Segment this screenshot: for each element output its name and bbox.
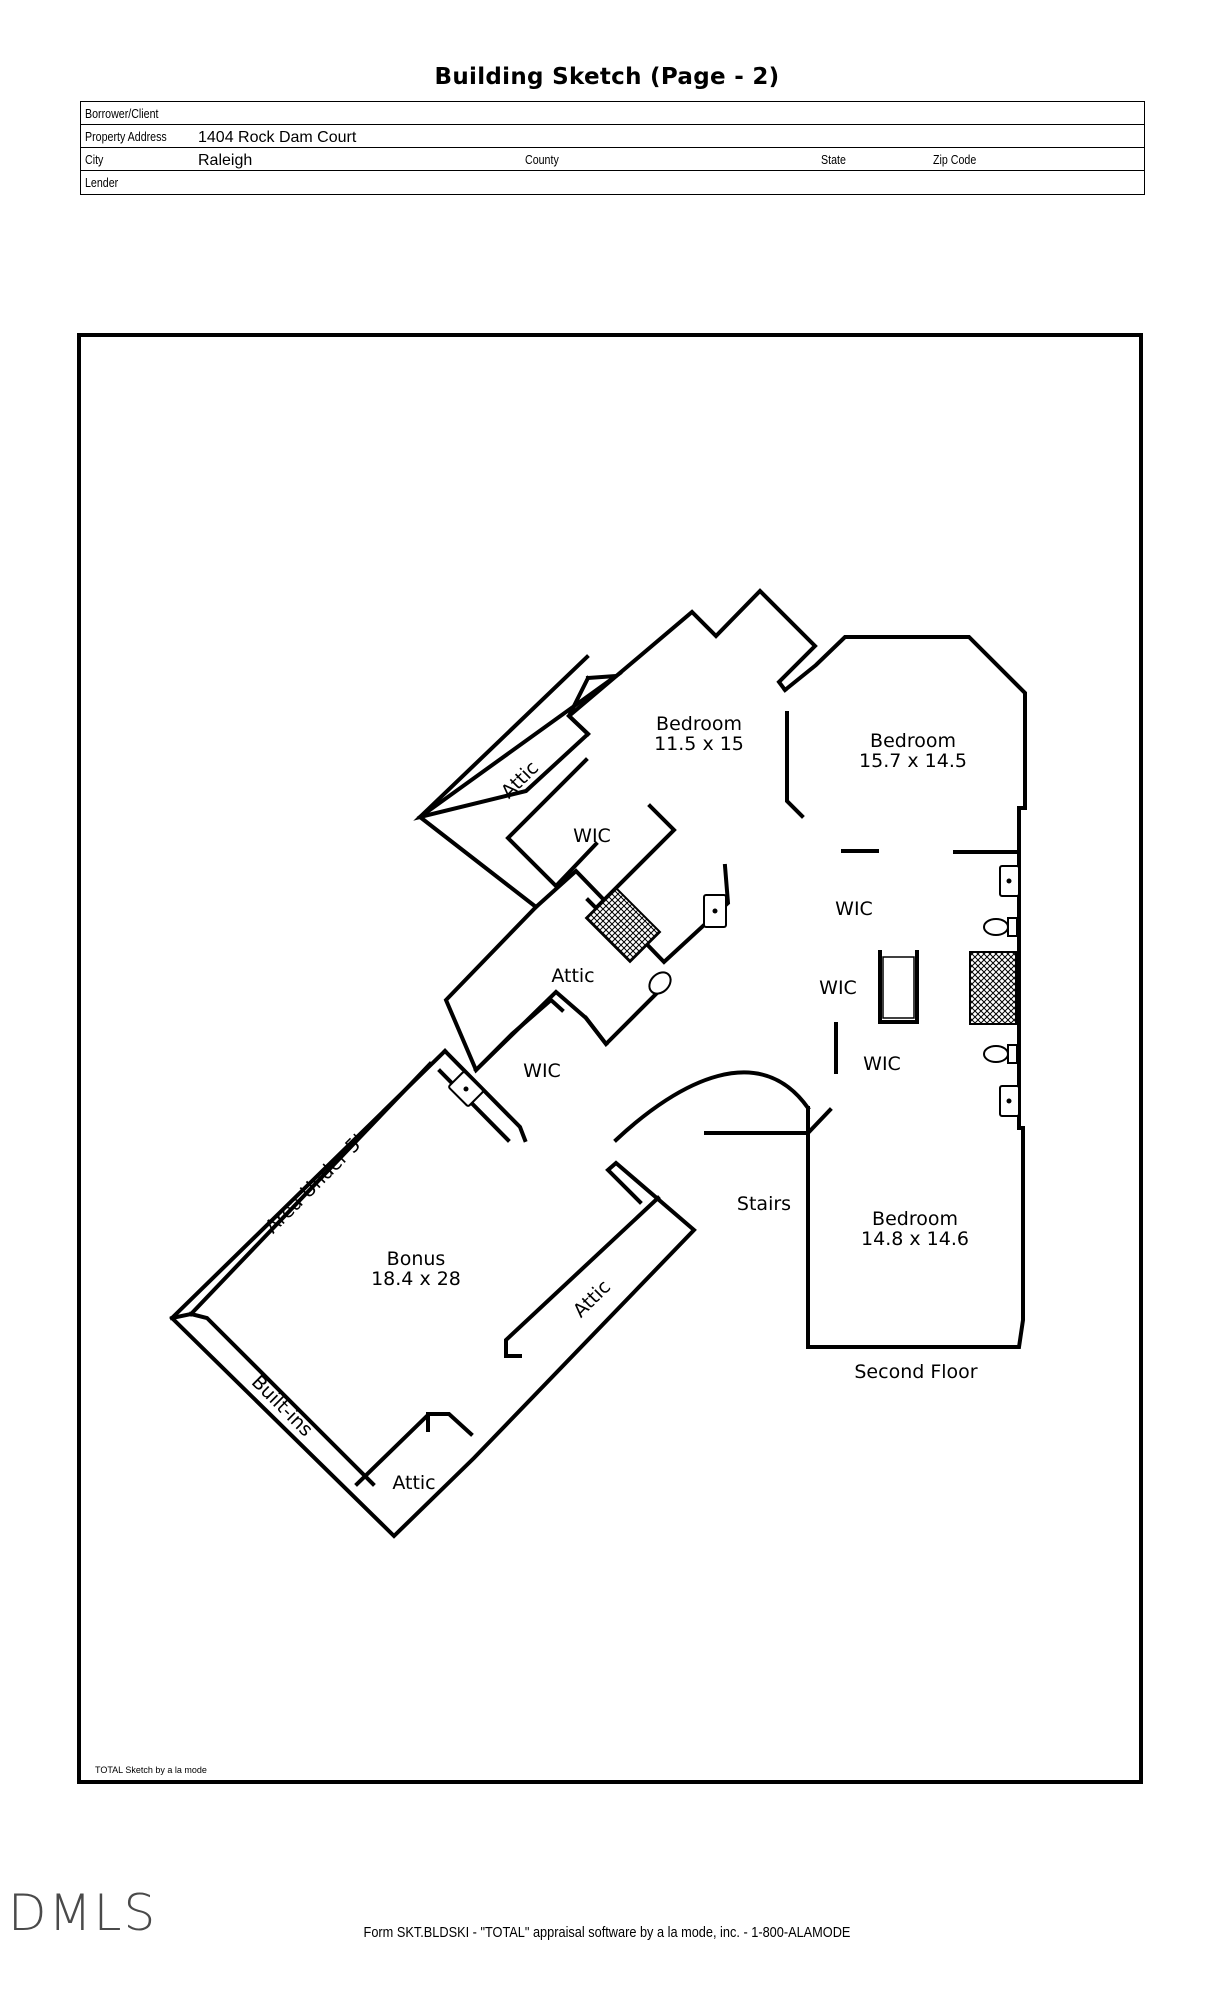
attic-bottom-label: Attic [392, 1472, 435, 1494]
bathtub [882, 956, 915, 1019]
sink-right-2-drain [1006, 1098, 1012, 1104]
stairs-label: Stairs [737, 1193, 791, 1215]
attic-right-label: Attic [569, 1276, 615, 1322]
bonus-dims-label: 18.4 x 28 [371, 1268, 461, 1290]
wic-right2-label: WIC [819, 977, 857, 999]
wic-right1-label: WIC [835, 898, 873, 920]
toilet-right-2-tank [1007, 1044, 1018, 1064]
wall-bedroom-right-inner [785, 711, 805, 819]
footer-form-note: Form SKT.BLDSKI - "TOTAL" appraisal soft… [363, 1924, 851, 1941]
wall-bedroom-bottom-2 [805, 1107, 833, 1136]
wic-mid-label: WIC [523, 1060, 561, 1082]
sink-right-1-drain [1006, 878, 1012, 884]
wall-attic-mid-2 [583, 1015, 609, 1047]
wic-right3-label: WIC [863, 1053, 901, 1075]
toilet-right-2 [983, 1045, 1009, 1063]
wall-bedroom-right-outer [782, 635, 1027, 810]
sketch-frame [77, 333, 1143, 1784]
city-value: Raleigh [198, 152, 253, 169]
floor-label: Second Floor [854, 1361, 977, 1383]
wic-top-label: WIC [573, 825, 611, 847]
toilet-right-1 [983, 918, 1009, 936]
lender-row: Lender [81, 171, 1144, 194]
sketch-credit: TOTAL Sketch by a la mode [95, 1765, 207, 1775]
bedroom2-dims-label: 15.7 x 14.5 [859, 750, 967, 772]
attic-mid-label: Attic [551, 965, 594, 987]
wall-wic-top-b [585, 803, 677, 911]
toilet-top [648, 971, 672, 995]
shower-top [584, 886, 662, 964]
lender-label: Lender [85, 175, 119, 190]
borrower-label: Borrower/Client [85, 106, 159, 121]
wall-bonus-outer [169, 1048, 697, 1539]
county-label: County [525, 152, 559, 167]
toilet-right-1-tank [1007, 917, 1018, 937]
bedroom3-name-label: Bedroom [872, 1208, 958, 1230]
bedroom1-dims-label: 11.5 x 15 [654, 733, 744, 755]
wall-bonus-attic-right [504, 1195, 661, 1358]
zip-label: Zip Code [933, 152, 977, 167]
shower-right [969, 951, 1017, 1025]
property-info-table: Borrower/Client Property Address 1404 Ro… [80, 101, 1145, 195]
dmls-logo: DMLS [8, 1884, 158, 1942]
address-row: Property Address 1404 Rock Dam Court [81, 125, 1144, 148]
city-label: City [85, 152, 104, 167]
bonus-name-label: Bonus [387, 1248, 446, 1270]
wall-bonus-inner [188, 1061, 433, 1317]
area-under-label: Area Under 5' [261, 1130, 369, 1238]
built-ins-label: Built-ins [247, 1371, 317, 1441]
wall-tub [878, 950, 919, 1024]
wall-right-column [1017, 806, 1025, 1130]
bedroom2-name-label: Bedroom [870, 730, 956, 752]
address-label: Property Address [85, 129, 167, 144]
wall-builtins [188, 1311, 376, 1487]
state-label: State [821, 152, 846, 167]
city-row: City Raleigh County State Zip Code [81, 148, 1144, 171]
address-value: 1404 Rock Dam Court [198, 129, 357, 146]
wall-area-under [169, 1311, 194, 1321]
sink-bonus-drain [463, 1086, 469, 1092]
page-title: Building Sketch (Page - 2) [434, 64, 780, 90]
bedroom3-dims-label: 14.8 x 14.6 [861, 1228, 969, 1250]
borrower-row: Borrower/Client [81, 102, 1144, 125]
wall-wic-mid [473, 997, 565, 1073]
wall-bedroom-bottom [806, 1106, 1025, 1349]
sink-top-drain [712, 908, 718, 914]
wall-bonus-attic-bottom [354, 1412, 474, 1487]
wall-wic-top [505, 757, 599, 889]
wall-top-wing-outer [566, 588, 818, 737]
bedroom1-name-label: Bedroom [656, 713, 742, 735]
wall-stairs-curve [613, 1070, 811, 1143]
